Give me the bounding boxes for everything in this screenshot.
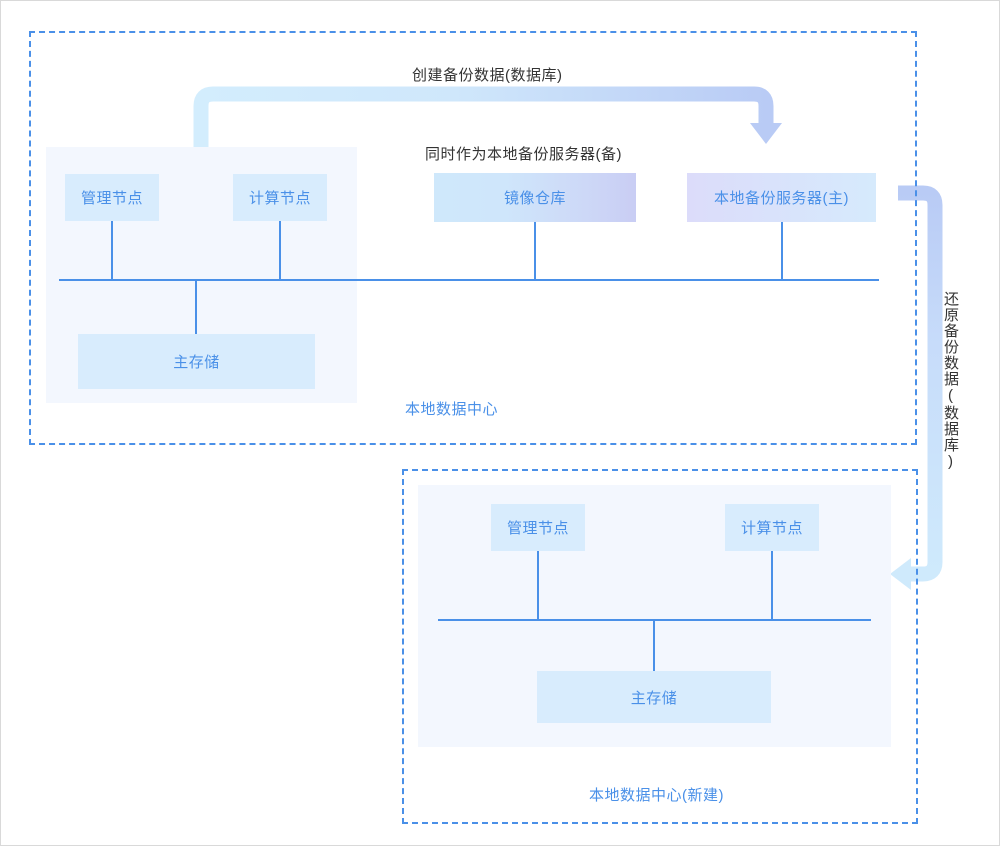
annotation-restore-backup: 还原备份数据(数据库) <box>942 291 959 471</box>
node-label: 本地备份服务器(主) <box>714 190 849 207</box>
bus-line-top <box>59 279 879 281</box>
node-label: 主存储 <box>630 689 678 707</box>
connector-compute-bottom <box>771 551 773 620</box>
region-local-datacenter <box>29 31 917 445</box>
connector-storage-top <box>195 279 197 335</box>
node-mgmt-node-bottom[interactable]: 管理节点 <box>491 504 585 551</box>
region-caption-local-datacenter: 本地数据中心 <box>405 401 499 418</box>
node-label: 计算节点 <box>248 190 311 207</box>
node-local-backup-server-primary[interactable]: 本地备份服务器(主) <box>687 173 876 222</box>
node-label: 管理节点 <box>80 190 143 207</box>
node-label: 主存储 <box>173 354 220 371</box>
node-main-storage-top[interactable]: 主存储 <box>78 334 315 389</box>
connector-mgmt-bottom <box>537 551 539 620</box>
connector-mgmt-top <box>111 221 113 280</box>
connector-storage-bottom <box>653 619 655 672</box>
node-label: 镜像仓库 <box>503 190 566 207</box>
node-compute-node-bottom[interactable]: 计算节点 <box>725 504 819 551</box>
node-main-storage-bottom[interactable]: 主存储 <box>537 671 771 723</box>
node-label: 管理节点 <box>506 520 569 537</box>
node-image-repository[interactable]: 镜像仓库 <box>434 173 636 222</box>
node-mgmt-node-top[interactable]: 管理节点 <box>65 174 159 221</box>
node-compute-node-top[interactable]: 计算节点 <box>233 174 327 221</box>
connector-compute-top <box>279 221 281 280</box>
annotation-create-backup: 创建备份数据(数据库) <box>412 67 563 84</box>
region-caption-local-datacenter-new: 本地数据中心(新建) <box>589 787 724 804</box>
connector-backup-server <box>781 222 783 280</box>
annotation-also-as-backup: 同时作为本地备份服务器(备) <box>425 146 622 163</box>
region-local-datacenter-new <box>402 469 918 824</box>
connector-image-repo <box>534 222 536 280</box>
node-label: 计算节点 <box>740 520 803 537</box>
